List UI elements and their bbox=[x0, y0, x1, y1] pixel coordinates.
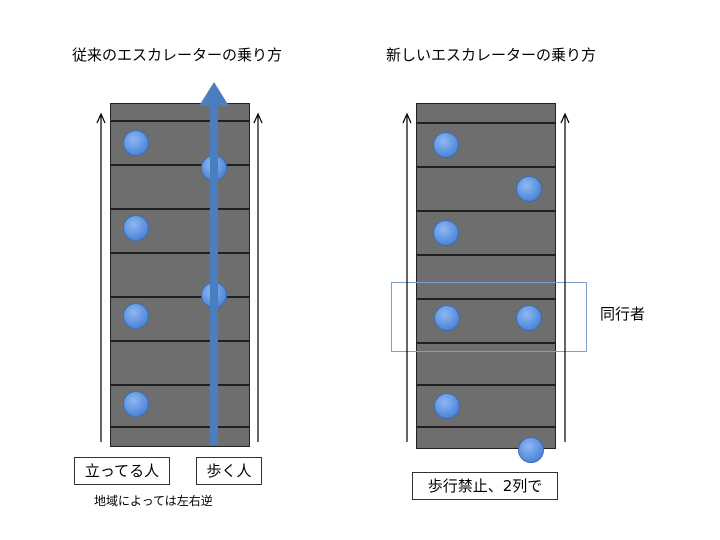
step-line bbox=[417, 210, 555, 212]
step-line bbox=[417, 426, 555, 428]
thin-arrow-icon bbox=[560, 112, 570, 442]
passenger-left-column bbox=[434, 393, 460, 419]
passenger-left-column bbox=[433, 220, 459, 246]
standing-person bbox=[123, 303, 149, 329]
step-line bbox=[417, 298, 555, 300]
thin-arrow-icon bbox=[96, 112, 106, 442]
step-line bbox=[111, 340, 249, 342]
left-escalator bbox=[110, 103, 250, 447]
standing-label: 立ってる人 bbox=[74, 457, 170, 485]
standing-person bbox=[123, 391, 149, 417]
passenger-left-column bbox=[433, 132, 459, 158]
companion-label: 同行者 bbox=[600, 305, 646, 323]
thin-arrow-icon bbox=[253, 112, 263, 442]
standing-person bbox=[123, 215, 149, 241]
right-escalator bbox=[416, 103, 556, 449]
rule-label: 歩行禁止、2列で bbox=[412, 472, 558, 500]
passenger-left-column bbox=[434, 305, 460, 331]
step-line bbox=[111, 384, 249, 386]
thin-arrow-icon bbox=[402, 112, 412, 442]
companion-group-box bbox=[391, 282, 587, 352]
passenger-right-column bbox=[516, 176, 542, 202]
walking-label: 歩く人 bbox=[196, 457, 262, 485]
step-line bbox=[111, 208, 249, 210]
step-line bbox=[417, 384, 555, 386]
step-line bbox=[111, 120, 249, 122]
left-diagram-title: 従来のエスカレーターの乗り方 bbox=[72, 46, 283, 64]
step-line bbox=[111, 426, 249, 428]
step-line bbox=[417, 122, 555, 124]
step-line bbox=[111, 252, 249, 254]
step-line bbox=[417, 166, 555, 168]
right-diagram-title: 新しいエスカレーターの乗り方 bbox=[386, 46, 597, 64]
standing-person bbox=[123, 130, 149, 156]
step-line bbox=[111, 296, 249, 298]
passenger-right-column bbox=[518, 437, 544, 463]
step-line bbox=[417, 254, 555, 256]
step-line bbox=[417, 342, 555, 344]
step-line bbox=[111, 164, 249, 166]
walking-direction-arrow-icon bbox=[199, 82, 229, 445]
region-note: 地域によっては左右逆 bbox=[94, 494, 213, 508]
passenger-right-column bbox=[516, 305, 542, 331]
